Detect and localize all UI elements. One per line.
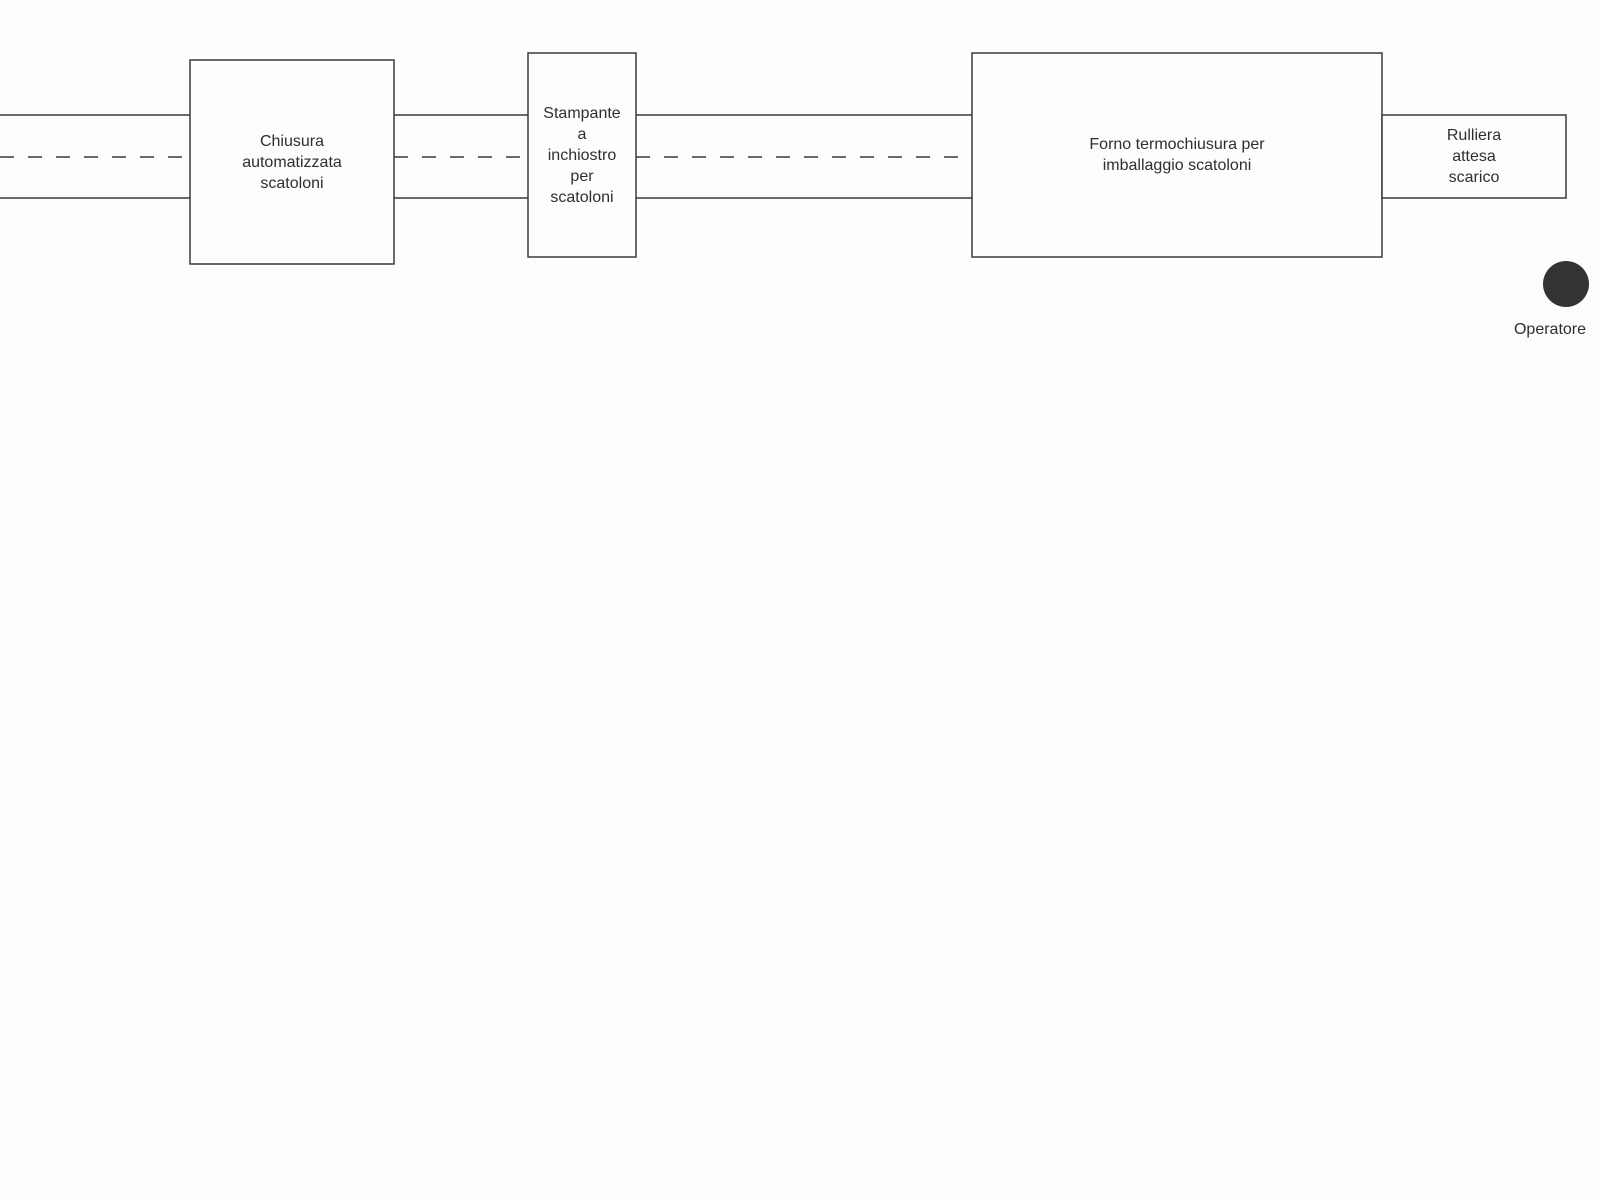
station-label-chiusura: Chiusura automatizzata scatoloni	[242, 132, 342, 192]
station-label-rulliera: Rulliera attesa scarico	[1446, 127, 1502, 186]
operator-label: Operatore	[1513, 321, 1587, 338]
station-box-forno	[971, 52, 1383, 258]
station-box-rulliera	[1381, 114, 1567, 199]
station-label-forno: Forno termochiusura per imballaggio scat…	[1089, 136, 1265, 174]
conveyor-segment-entry	[0, 114, 190, 199]
station-box-stampante	[527, 52, 637, 258]
station-box-chiusura	[189, 59, 395, 265]
conveyor-segment-chiusura-stampante	[394, 114, 528, 199]
operator-dot-icon	[1543, 261, 1589, 307]
conveyor-segment-stampante-forno	[636, 114, 972, 199]
station-label-stampante: Stampante a inchiostro per scatoloni	[543, 104, 621, 206]
